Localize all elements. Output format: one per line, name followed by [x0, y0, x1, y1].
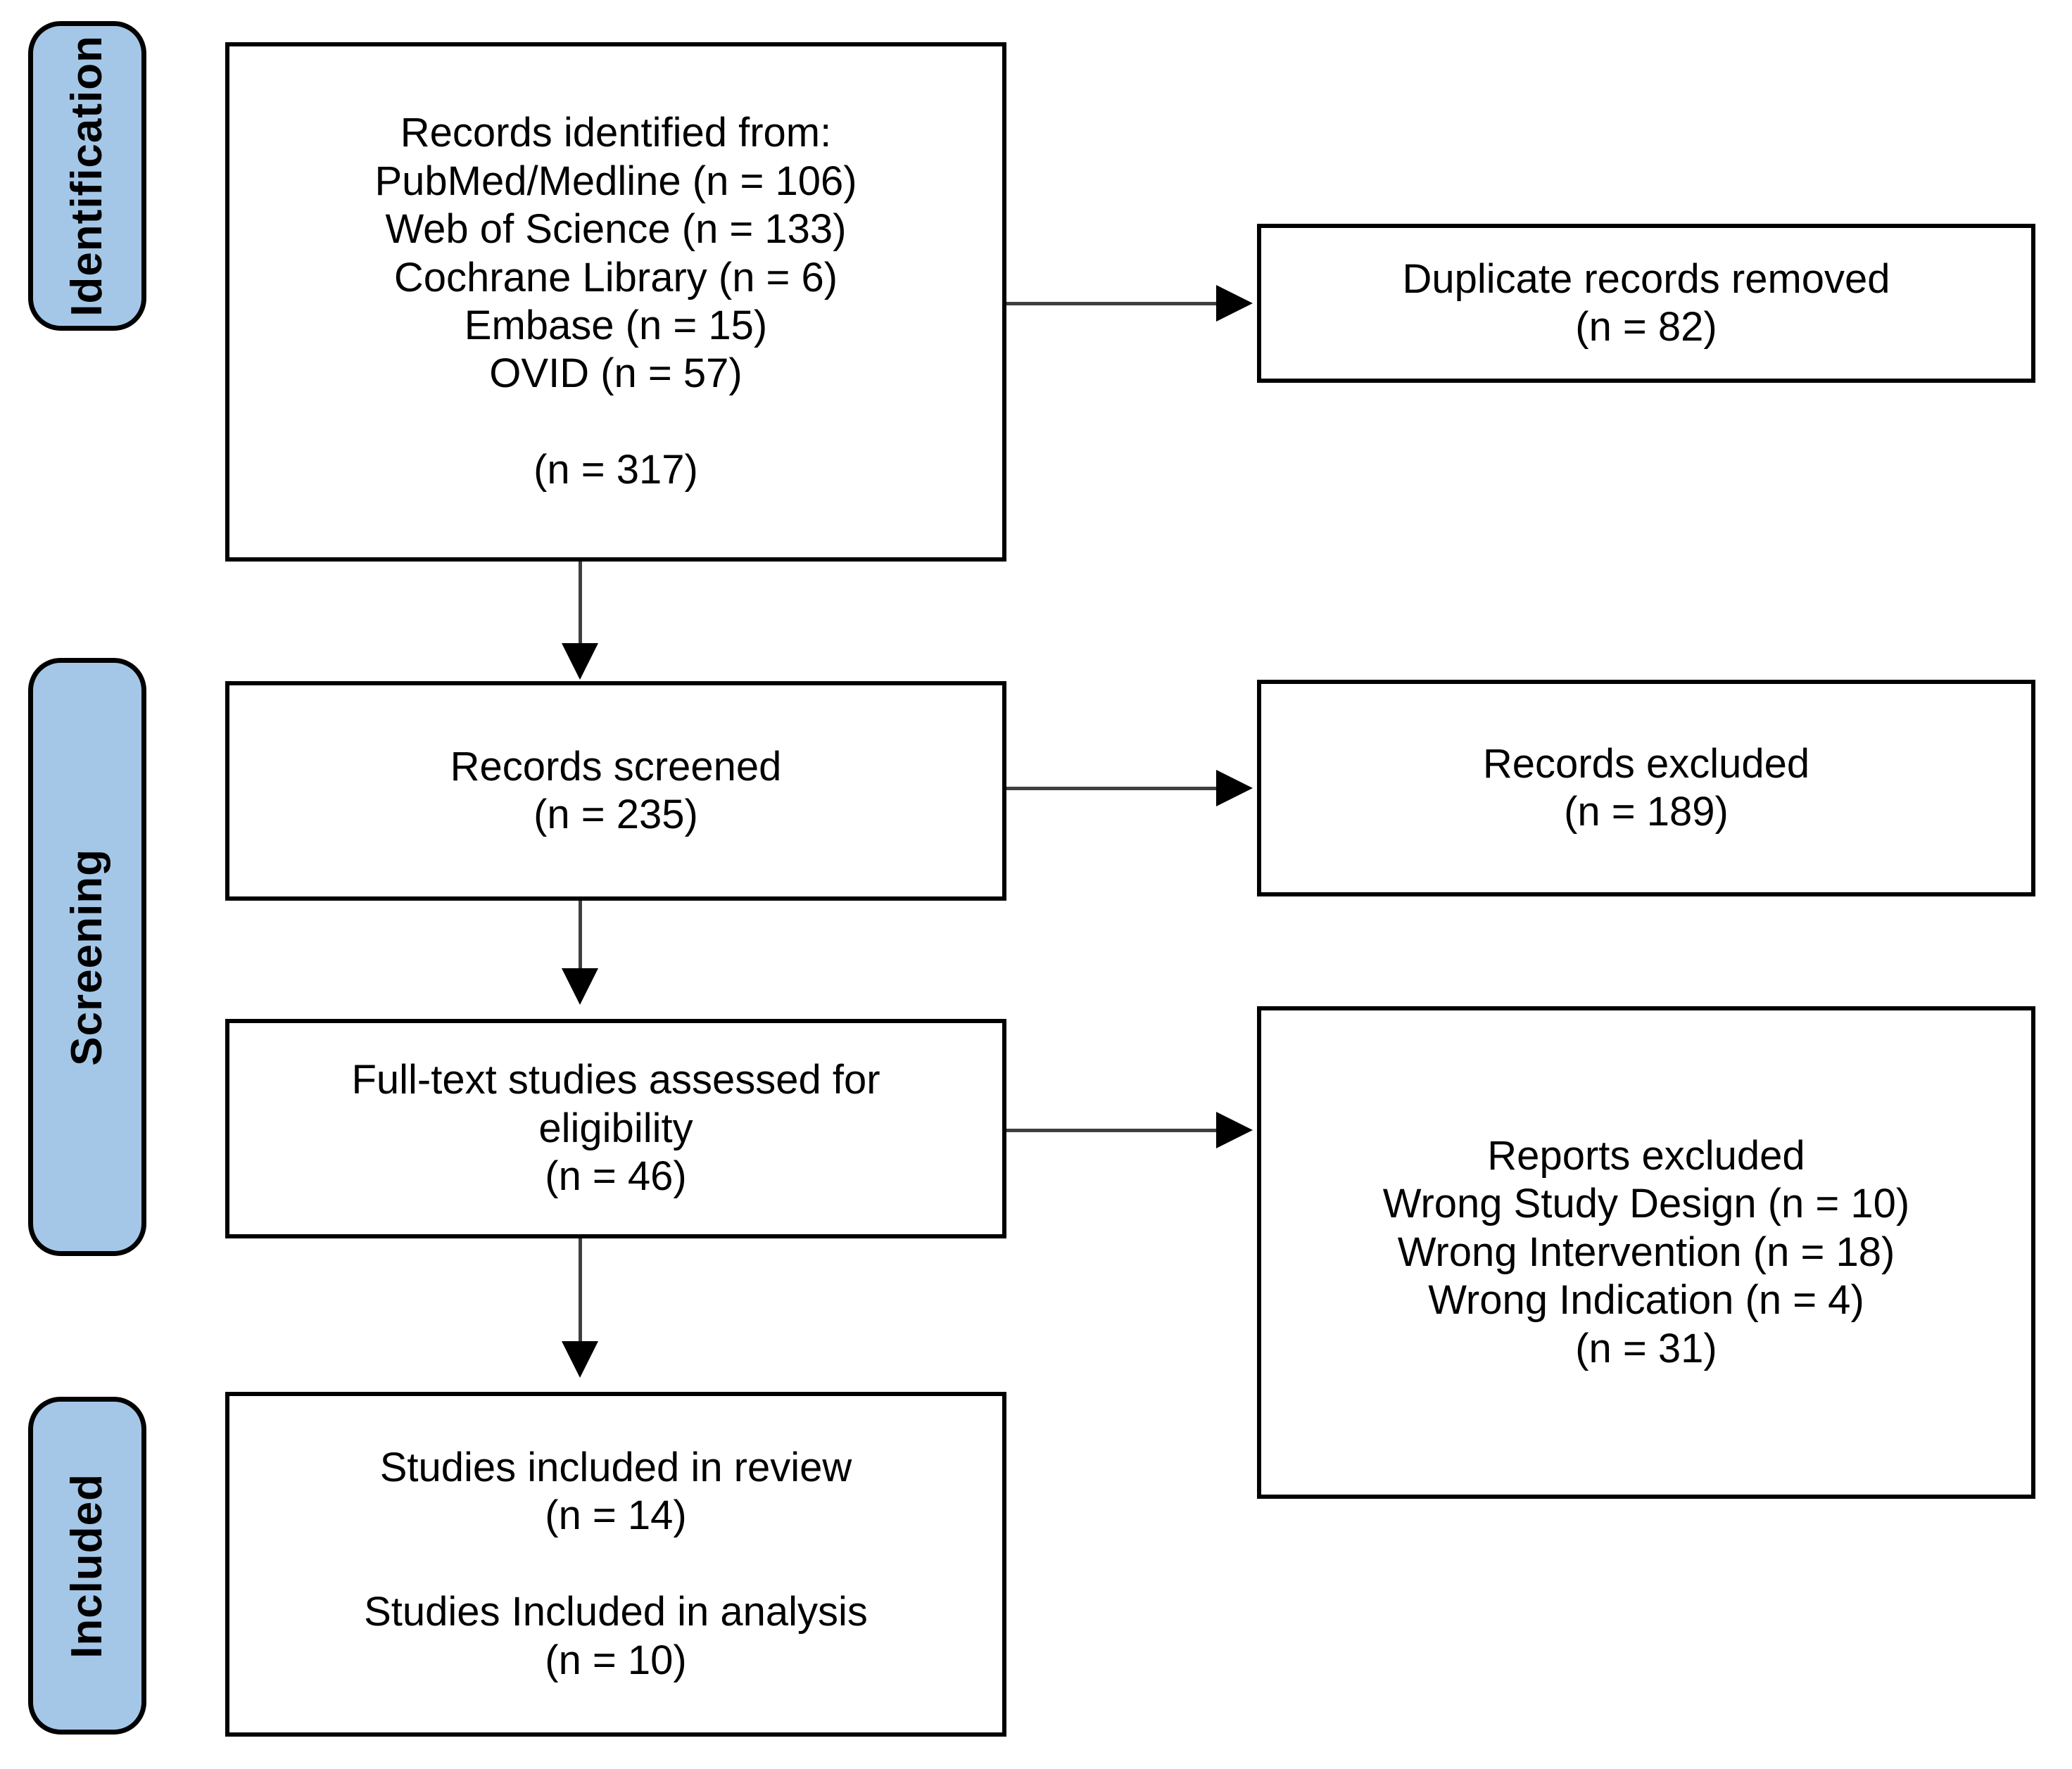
box-fulltext-assessed-text: Full-text studies assessed for eligibili… — [351, 1057, 880, 1200]
phase-tab-identification-label: Identification — [63, 35, 111, 317]
phase-tab-included-label: Included — [63, 1473, 111, 1659]
phase-tab-included: Included — [28, 1397, 146, 1735]
box-records-screened-text: Records screened (n = 235) — [450, 743, 782, 837]
box-duplicates-removed-text: Duplicate records removed (n = 82) — [1402, 255, 1890, 350]
connector-fulltext-to-included — [579, 1238, 582, 1343]
box-studies-included-text: Studies included in review (n = 14) Stud… — [364, 1444, 868, 1683]
phase-tab-screening-label: Screening — [63, 848, 111, 1066]
arrow-identified-to-screened — [562, 643, 598, 680]
connector-screened-to-fulltext — [579, 901, 582, 970]
box-studies-included: Studies included in review (n = 14) Stud… — [225, 1392, 1006, 1737]
box-records-excluded-text: Records excluded (n = 189) — [1482, 740, 1810, 835]
arrow-screened-to-excluded — [1216, 770, 1253, 806]
box-records-identified-text: Records identified from: PubMed/Medline … — [374, 110, 857, 493]
box-reports-excluded: Reports excluded Wrong Study Design (n =… — [1257, 1006, 2035, 1499]
connector-fulltext-to-reports-excluded — [1006, 1129, 1218, 1132]
box-records-identified: Records identified from: PubMed/Medline … — [225, 42, 1006, 562]
connector-identified-to-screened — [579, 562, 582, 645]
arrow-screened-to-fulltext — [562, 968, 598, 1005]
phase-tab-screening: Screening — [28, 658, 146, 1256]
connector-screened-to-excluded — [1006, 787, 1218, 790]
box-reports-excluded-text: Reports excluded Wrong Study Design (n =… — [1382, 1132, 1910, 1371]
box-duplicates-removed: Duplicate records removed (n = 82) — [1257, 224, 2035, 383]
phase-tab-identification: Identification — [28, 21, 146, 331]
arrow-fulltext-to-reports-excluded — [1216, 1112, 1253, 1148]
box-records-excluded: Records excluded (n = 189) — [1257, 680, 2035, 896]
connector-identified-to-duplicates — [1006, 302, 1218, 305]
box-fulltext-assessed: Full-text studies assessed for eligibili… — [225, 1019, 1006, 1238]
box-records-screened: Records screened (n = 235) — [225, 681, 1006, 901]
arrow-fulltext-to-included — [562, 1341, 598, 1378]
arrow-identified-to-duplicates — [1216, 285, 1253, 322]
